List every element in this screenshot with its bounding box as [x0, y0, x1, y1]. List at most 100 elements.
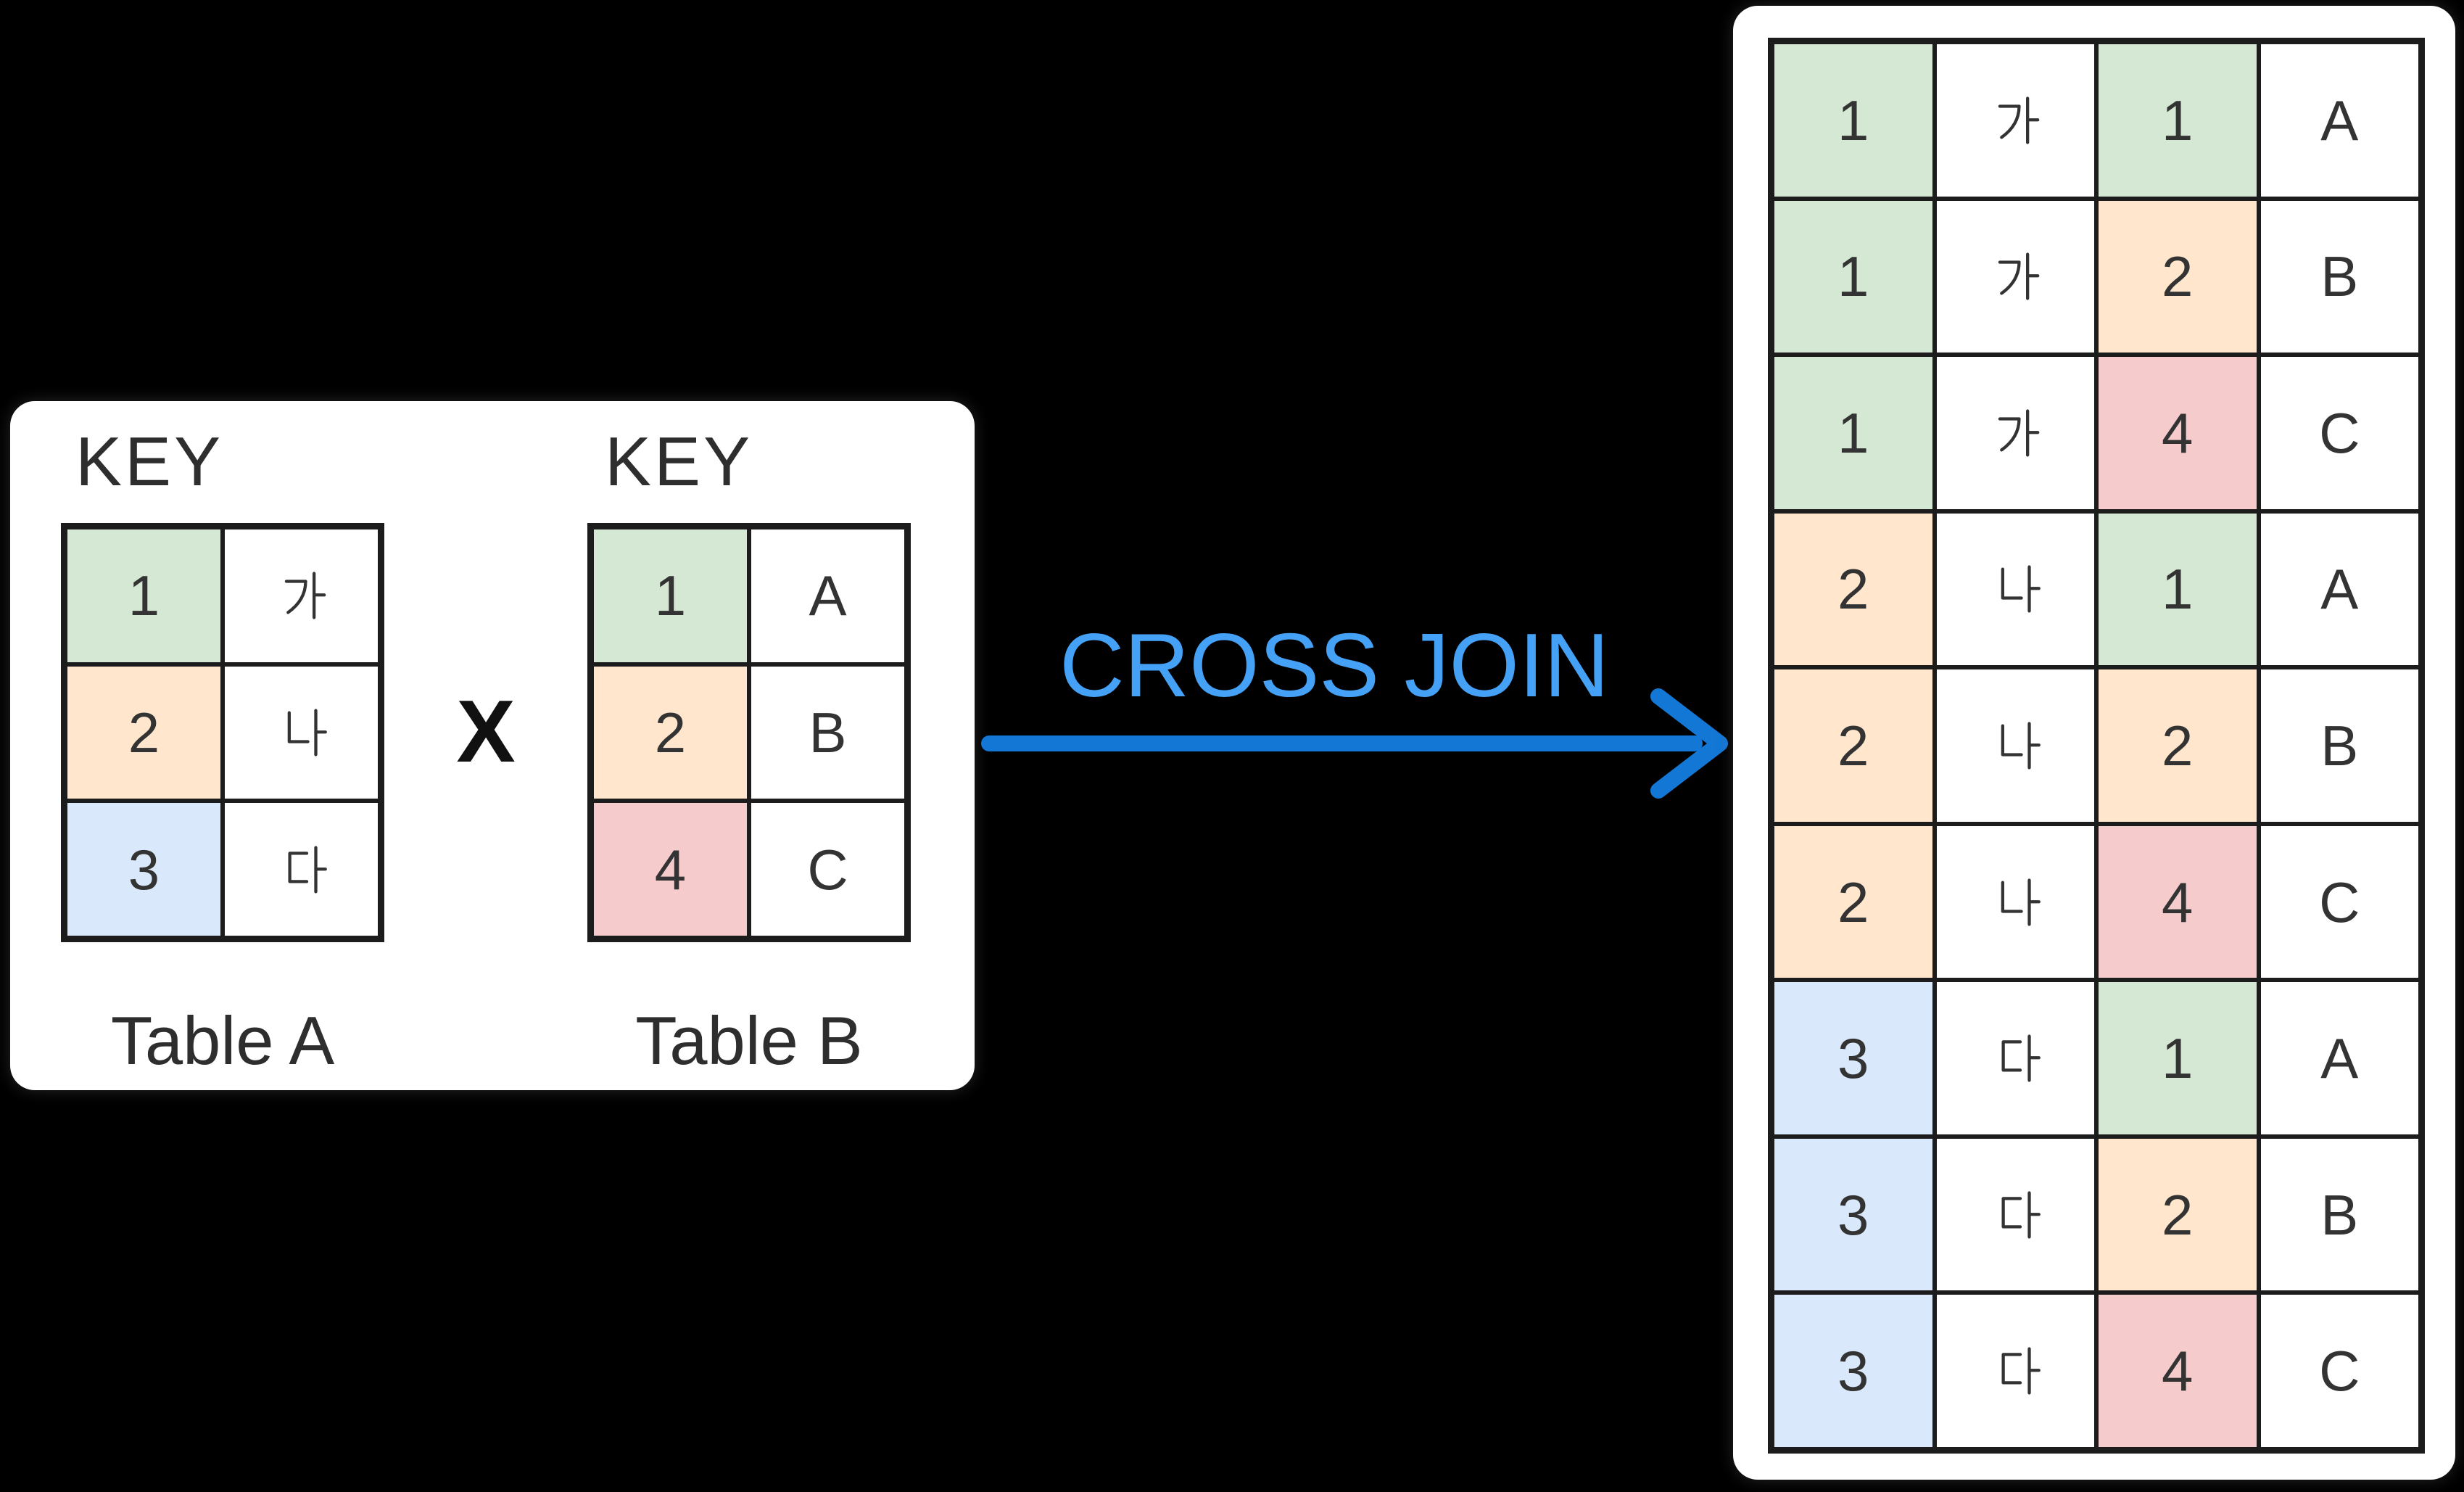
table-a-key-cell: 1	[65, 527, 223, 664]
table-a-value-cell-text	[273, 567, 330, 624]
result-cell-r1c3: 1	[2096, 42, 2259, 199]
result-cell-r4c1: 2	[1772, 511, 1935, 668]
result-cell-r9c4-text: C	[2319, 1339, 2360, 1404]
hangul-da-glyph	[2001, 1191, 2041, 1239]
result-cell-r1c3-text: 1	[2162, 88, 2194, 152]
result-cell-r8c2	[1934, 1136, 2096, 1293]
result-cell-r6c4: C	[2258, 823, 2420, 981]
hangul-na-glyph	[2001, 722, 2041, 770]
hangul-da-glyph	[2001, 1034, 2041, 1082]
table-a-value-cell-text	[273, 841, 330, 898]
result-cell-r9c4: C	[2258, 1293, 2420, 1449]
cartesian-product-operator: X	[456, 682, 516, 780]
key-label-table-a: KEY	[75, 423, 224, 500]
table-a-key-cell: 3	[65, 801, 223, 938]
table-a: 1 2 3	[61, 523, 384, 942]
hangul-ga-glyph	[284, 572, 326, 619]
table-b-key-cell: 4	[592, 801, 749, 938]
table-b-key-cell-text: 4	[654, 837, 687, 902]
result-cell-r6c1-text: 2	[1837, 870, 1869, 934]
result-cell-r1c1-text: 1	[1837, 88, 1869, 152]
result-cell-r4c3-text: 1	[2162, 557, 2194, 622]
result-cell-r4c3: 1	[2096, 511, 2259, 668]
result-cell-r6c4-text: C	[2319, 870, 2360, 934]
table-a-key-cell-text: 1	[128, 564, 160, 628]
result-cell-r2c3-text: 2	[2162, 244, 2194, 309]
result-cell-r9c1-text: 3	[1837, 1339, 1869, 1404]
result-cell-r7c4: A	[2258, 980, 2420, 1137]
result-cell-r5c4-text: B	[2320, 713, 2359, 778]
result-cell-r2c1-text: 1	[1837, 244, 1869, 309]
hangul-da-glyph	[287, 846, 327, 894]
hangul-na-glyph	[2001, 565, 2041, 614]
result-cell-r7c2	[1934, 980, 2096, 1137]
result-cell-r1c4-text: A	[2320, 88, 2359, 152]
result-cell-r2c4-text: B	[2320, 244, 2359, 309]
result-cell-r9c2-text	[1987, 1343, 2043, 1399]
result-cell-r9c1: 3	[1772, 1293, 1935, 1449]
table-a-caption: Table A	[110, 1002, 335, 1079]
table-a-value-cell-text	[273, 704, 330, 761]
cross-join-label: CROSS JOIN	[1059, 616, 1609, 716]
result-cell-r3c1-text: 1	[1837, 400, 1869, 465]
result-cell-r2c3: 2	[2096, 198, 2259, 355]
result-cell-r5c3: 2	[2096, 667, 2259, 824]
result-cell-r1c1: 1	[1772, 42, 1935, 199]
table-a-key-cell-text: 2	[128, 700, 160, 764]
result-cell-r6c2	[1934, 823, 2096, 981]
table-a-value-cell	[223, 664, 380, 801]
result-cell-r1c4: A	[2258, 42, 2420, 199]
result-cell-r3c1: 1	[1772, 355, 1935, 511]
table-b-value-cell-text: C	[807, 837, 848, 902]
table-b-value-cell: A	[749, 527, 906, 664]
table-b-caption: Table B	[635, 1002, 863, 1079]
result-cell-r3c2-text	[1987, 405, 2043, 461]
cross-join-arrow-icon	[981, 688, 1728, 799]
table-b-key-cell-text: 1	[654, 564, 687, 628]
hangul-na-glyph	[287, 709, 327, 757]
result-cell-r4c1-text: 2	[1837, 557, 1869, 622]
result-cell-r3c2	[1934, 355, 2096, 511]
result-cell-r2c1: 1	[1772, 198, 1935, 355]
result-cell-r3c4-text: C	[2319, 400, 2360, 465]
hangul-ga-glyph	[1998, 96, 2040, 144]
result-cell-r7c2-text	[1987, 1030, 2043, 1087]
table-b-key-cell: 2	[592, 664, 749, 801]
result-cell-r8c3-text: 2	[2162, 1182, 2194, 1247]
result-cell-r3c3-text: 4	[2162, 400, 2194, 465]
result-cell-r6c3: 4	[2096, 823, 2259, 981]
table-b-key-cell-text: 2	[654, 700, 687, 764]
table-b: 1 A 2 B 4 C	[587, 523, 911, 942]
result-cell-r4c2	[1934, 511, 2096, 668]
result-cell-r8c3: 2	[2096, 1136, 2259, 1293]
result-cell-r5c2	[1934, 667, 2096, 824]
result-cell-r5c3-text: 2	[2162, 713, 2194, 778]
table-a-value-cell	[223, 801, 380, 938]
result-cell-r6c1: 2	[1772, 823, 1935, 981]
result-cell-r9c3: 4	[2096, 1293, 2259, 1449]
result-cell-r8c1-text: 3	[1837, 1182, 1869, 1247]
result-cell-r7c3-text: 1	[2162, 1026, 2194, 1091]
result-cell-r5c2-text	[1987, 717, 2043, 774]
result-cell-r6c2-text	[1987, 874, 2043, 931]
result-cell-r2c2-text	[1987, 248, 2043, 305]
table-a-value-cell	[223, 527, 380, 664]
table-b-key-cell: 1	[592, 527, 749, 664]
result-cell-r7c3: 1	[2096, 980, 2259, 1137]
table-b-value-cell: C	[749, 801, 906, 938]
result-cell-r9c3-text: 4	[2162, 1339, 2194, 1404]
table-b-value-cell-text: A	[809, 564, 847, 628]
result-cell-r7c4-text: A	[2320, 1026, 2359, 1091]
result-cell-r7c1: 3	[1772, 980, 1935, 1137]
hangul-na-glyph	[2001, 878, 2041, 926]
table-b-value-cell: B	[749, 664, 906, 801]
table-a-key-cell-text: 3	[128, 837, 160, 902]
table-b-value-cell-text: B	[809, 700, 847, 764]
result-cell-r6c3-text: 4	[2162, 870, 2194, 934]
result-cell-r8c4-text: B	[2320, 1182, 2359, 1247]
result-cell-r5c4: B	[2258, 667, 2420, 824]
result-cell-r2c2	[1934, 198, 2096, 355]
result-cell-r3c4: C	[2258, 355, 2420, 511]
